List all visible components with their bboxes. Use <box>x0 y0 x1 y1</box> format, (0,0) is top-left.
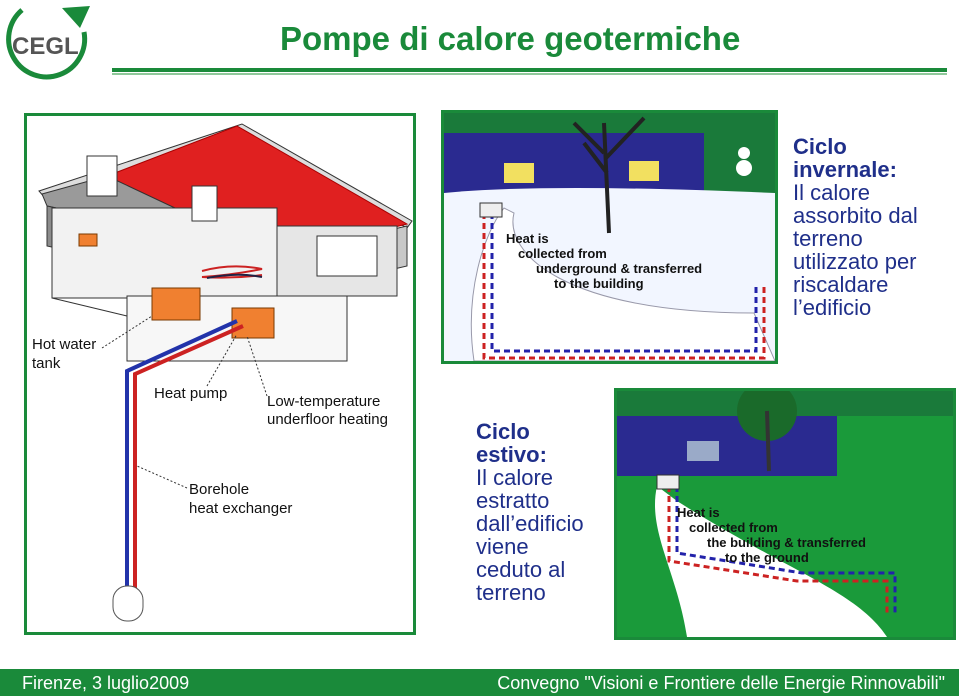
heat-pump-box <box>231 307 275 339</box>
label-heat-pump: Heat pump <box>154 385 227 402</box>
winter-caption-line-4: utilizzato per <box>793 249 917 274</box>
cegl-logo: CEGL <box>2 2 97 84</box>
winter-caption-head-2: invernale: <box>793 157 897 182</box>
page-title: Pompe di calore geotermiche <box>280 20 741 57</box>
winter-caption-line-3: terreno <box>793 226 863 251</box>
label-borehole-line1: Borehole <box>189 481 249 498</box>
label-underfloor-line1: Low-temperature <box>267 393 380 410</box>
summer-overlay-line1: Heat is <box>677 505 720 520</box>
title-rule <box>112 68 947 72</box>
summer-caption: Ciclo estivo: Il calore estratto dall’ed… <box>476 420 616 604</box>
winter-overlay-line3: underground & transferred <box>536 261 702 276</box>
winter-caption-line-5: riscaldare <box>793 272 889 297</box>
label-hot-water-line1: Hot water <box>32 336 96 353</box>
winter-caption-line-1: Il calore <box>793 180 871 205</box>
winter-overlay-line4: to the building <box>554 276 644 291</box>
winter-overlay-line2: collected from <box>518 246 607 261</box>
summer-caption-line-5: ceduto al <box>476 557 566 582</box>
summer-caption-line-2: estratto <box>476 488 550 513</box>
label-hot-water-line2: tank <box>32 355 61 372</box>
house-diagram-panel: Hot water tank Heat pump Low-temperature… <box>24 113 416 635</box>
footer-right-text: Convegno "Visioni e Frontiere delle Ener… <box>497 673 945 693</box>
hot-water-tank-box <box>151 287 201 321</box>
summer-overlay-line2: collected from <box>689 520 778 535</box>
winter-caption-head-1: Ciclo <box>793 134 847 159</box>
winter-overlay-line1: Heat is <box>506 231 549 246</box>
house-diagram: Hot water tank Heat pump Low-temperature… <box>32 123 413 622</box>
winter-caption-line-2: assorbito dal <box>793 203 918 228</box>
footer-bar: Firenze, 3 luglio2009 Convegno "Visioni … <box>0 669 959 696</box>
summer-caption-line-3: dall’edificio <box>476 511 584 536</box>
summer-overlay-line4: to the ground <box>725 550 809 565</box>
winter-caption: Ciclo invernale: Il calore assorbito dal… <box>793 135 953 319</box>
summer-caption-head-2: estivo: <box>476 442 547 467</box>
title-rule-shadow <box>112 73 947 75</box>
winter-cycle-image: Heat is collected from underground & tra… <box>441 110 778 364</box>
winter-caption-line-6: l’edificio <box>793 295 872 320</box>
summer-caption-line-1: Il calore <box>476 465 554 490</box>
label-borehole-line2: heat exchanger <box>189 500 292 517</box>
summer-caption-line-4: viene <box>476 534 529 559</box>
summer-caption-line-6: terreno <box>476 580 546 605</box>
logo-leaf <box>62 6 90 28</box>
logo-text: CEGL <box>12 33 79 60</box>
label-underfloor-line2: underfloor heating <box>267 411 388 428</box>
summer-overlay-line3: the building & transferred <box>707 535 866 550</box>
logo-arc <box>6 8 88 80</box>
footer-left-text: Firenze, 3 luglio2009 <box>22 673 190 693</box>
summer-caption-head-1: Ciclo <box>476 419 530 444</box>
summer-cycle-image: Heat is collected from the building & tr… <box>614 388 956 640</box>
